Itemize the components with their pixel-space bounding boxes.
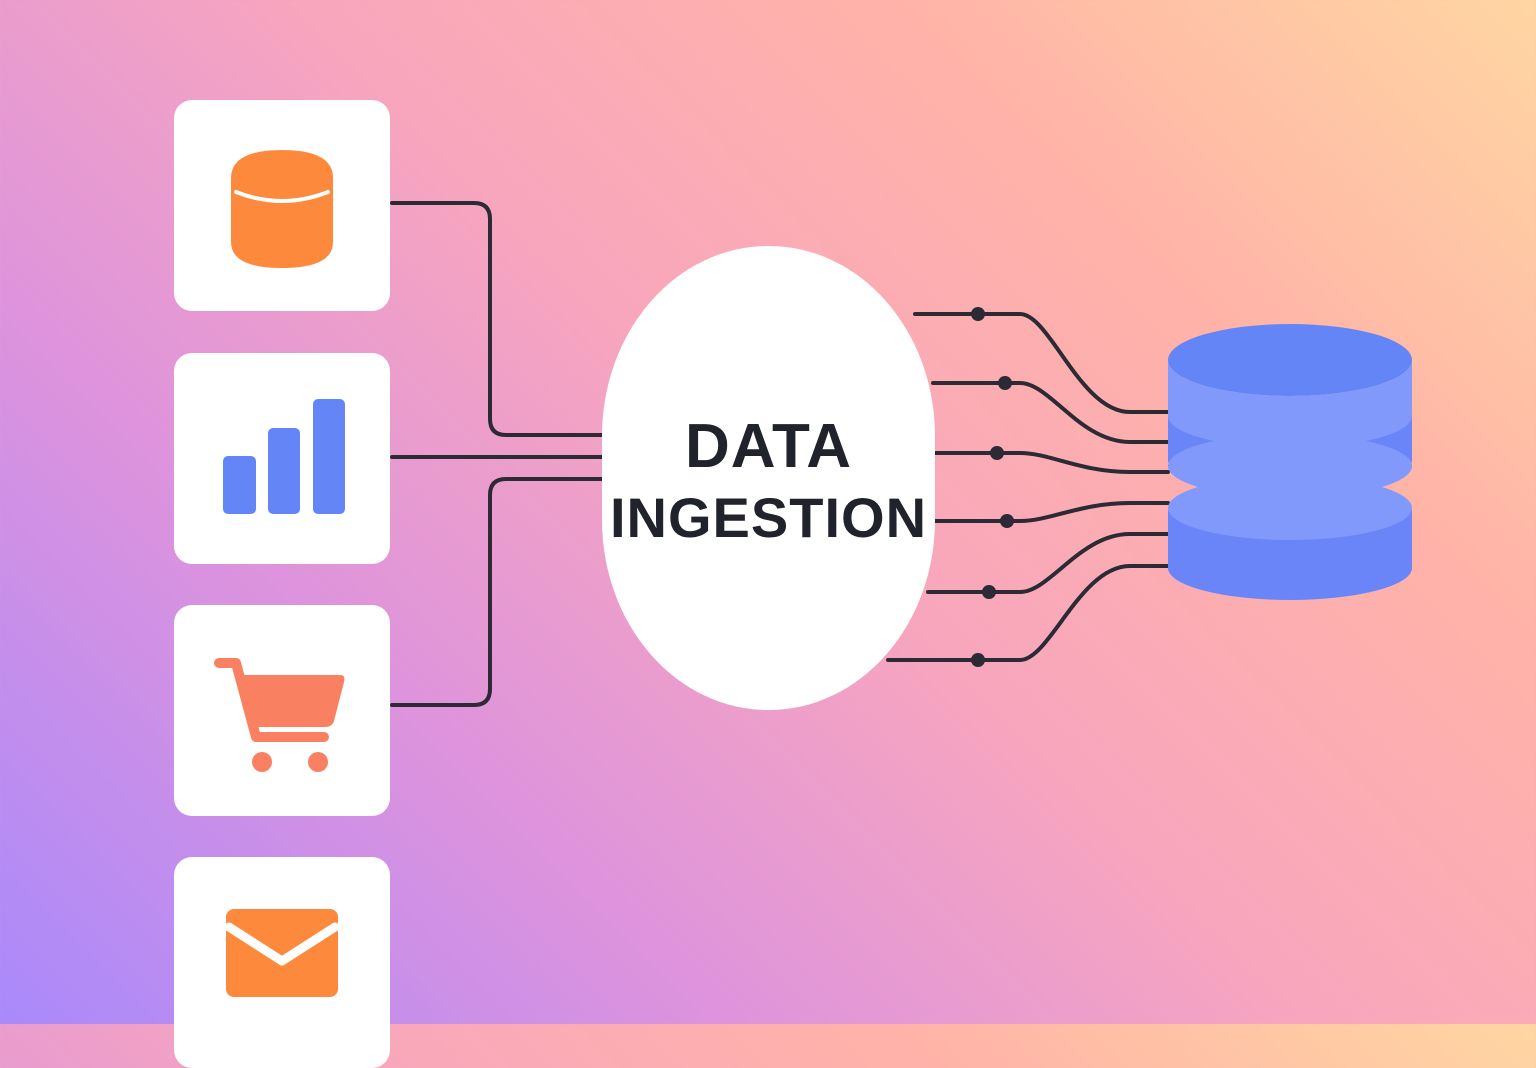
hub-title-line-1: DATA: [685, 412, 852, 482]
connector-output-1: [913, 312, 1170, 414]
hub-title-line-2: INGESTION: [609, 486, 928, 550]
data-ingestion-diagram: DATA INGESTION: [174, 100, 1412, 997]
connector-node: [990, 446, 1004, 460]
connector-node: [982, 585, 996, 599]
bar-chart-icon: [223, 399, 345, 514]
connector-output-5: [926, 532, 1170, 594]
connector-source-database: [390, 201, 606, 437]
connector-output-3: [933, 451, 1170, 474]
connector-output-4: [933, 501, 1170, 523]
target-database-icon: [1168, 324, 1412, 600]
connector-source-cart: [390, 477, 606, 707]
connector-output-6: [886, 564, 1170, 662]
source-card-database: [174, 100, 390, 311]
data-ingestion-hub: DATA INGESTION: [602, 246, 935, 710]
source-card-cart: [174, 605, 390, 816]
connector-node: [998, 376, 1012, 390]
connector-layer: [390, 201, 1170, 707]
connector-node: [971, 307, 985, 321]
source-card-email: [174, 857, 390, 1068]
database-icon: [231, 150, 333, 268]
connector-node: [1000, 514, 1014, 528]
connector-node: [971, 653, 985, 667]
envelope-icon: [224, 909, 340, 997]
connector-output-2: [931, 381, 1170, 444]
shopping-cart-icon: [214, 658, 345, 772]
source-card-chart: [174, 353, 390, 564]
